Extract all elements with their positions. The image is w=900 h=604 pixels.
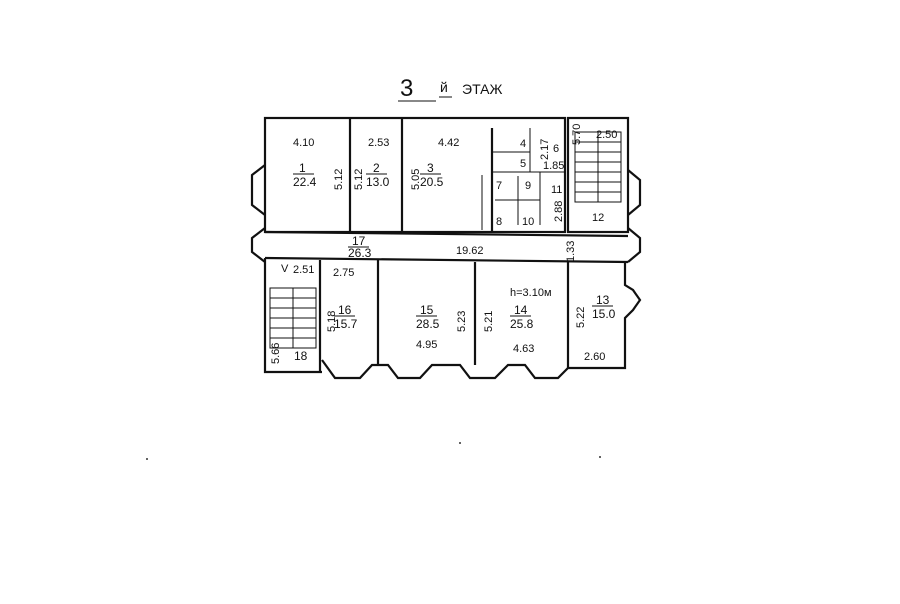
floor-suffix: й (440, 79, 448, 95)
dim: 4.95 (416, 339, 437, 351)
dim: 5.21 (483, 311, 495, 332)
room-6-id: 6 (553, 143, 559, 155)
dim: 4.10 (293, 137, 314, 149)
dim: 2.60 (584, 351, 605, 363)
stairs-top (574, 131, 622, 203)
room-16-area: 15.7 (334, 317, 358, 331)
room-8-id: 8 (496, 216, 502, 228)
room-4-id: 4 (520, 138, 526, 150)
dim: 19.62 (456, 245, 484, 257)
dim: 4.63 (513, 343, 534, 355)
dim: 5.05 (410, 169, 422, 190)
dim: 5.66 (270, 343, 282, 364)
dim: 1.33 (565, 241, 577, 262)
room-12-id: 12 (592, 212, 604, 224)
dim: 2.75 (333, 267, 354, 279)
ceiling-height: h=3.10м (510, 287, 552, 299)
dim: 5.18 (326, 311, 338, 332)
room-3-area: 20.5 (420, 175, 444, 189)
dim: 5.22 (575, 307, 587, 328)
room-15-area: 28.5 (416, 317, 440, 331)
room-9-id: 9 (525, 180, 531, 192)
room-1-area: 22.4 (293, 175, 317, 189)
room-10-id: 10 (522, 216, 534, 228)
room-13-area: 15.0 (592, 307, 616, 321)
room-11-id: 11 (551, 184, 562, 196)
dim: 2.50 (596, 129, 617, 141)
room-14-id: 14 (514, 303, 528, 317)
room-1-id: 1 (299, 161, 306, 175)
stairs-bottom (269, 287, 317, 349)
dim: 1.85 (543, 160, 564, 172)
room-5-id: 5 (520, 158, 526, 170)
room-7-id: 7 (496, 180, 502, 192)
dim: 2.88 (553, 201, 565, 222)
area-underlines (293, 173, 613, 317)
dim: 2.53 (368, 137, 389, 149)
room-13-id: 13 (596, 293, 610, 307)
room-15-id: 15 (420, 303, 434, 317)
room-2-area: 13.0 (366, 175, 390, 189)
dim: V (281, 263, 289, 275)
room-2-id: 2 (373, 161, 380, 175)
dim: 4.42 (438, 137, 459, 149)
room-16-id: 16 (338, 303, 352, 317)
dim: 5.23 (456, 311, 468, 332)
dim: 5.12 (353, 169, 365, 190)
speck (599, 456, 601, 458)
speck (459, 442, 461, 444)
room-18-id: 18 (294, 349, 308, 363)
room-17-area: 26.3 (348, 246, 372, 260)
speck (146, 458, 148, 460)
room-14-area: 25.8 (510, 317, 534, 331)
floor-number: 3 (400, 75, 413, 102)
dim: 2.51 (293, 264, 314, 276)
room-17-id: 17 (352, 234, 366, 248)
dim: 5.12 (333, 169, 345, 190)
dim: 5.70 (571, 124, 583, 145)
room-3-id: 3 (427, 161, 434, 175)
walls (250, 116, 642, 380)
floor-label: ЭТАЖ (462, 81, 502, 97)
dim: 2.17 (539, 139, 551, 160)
